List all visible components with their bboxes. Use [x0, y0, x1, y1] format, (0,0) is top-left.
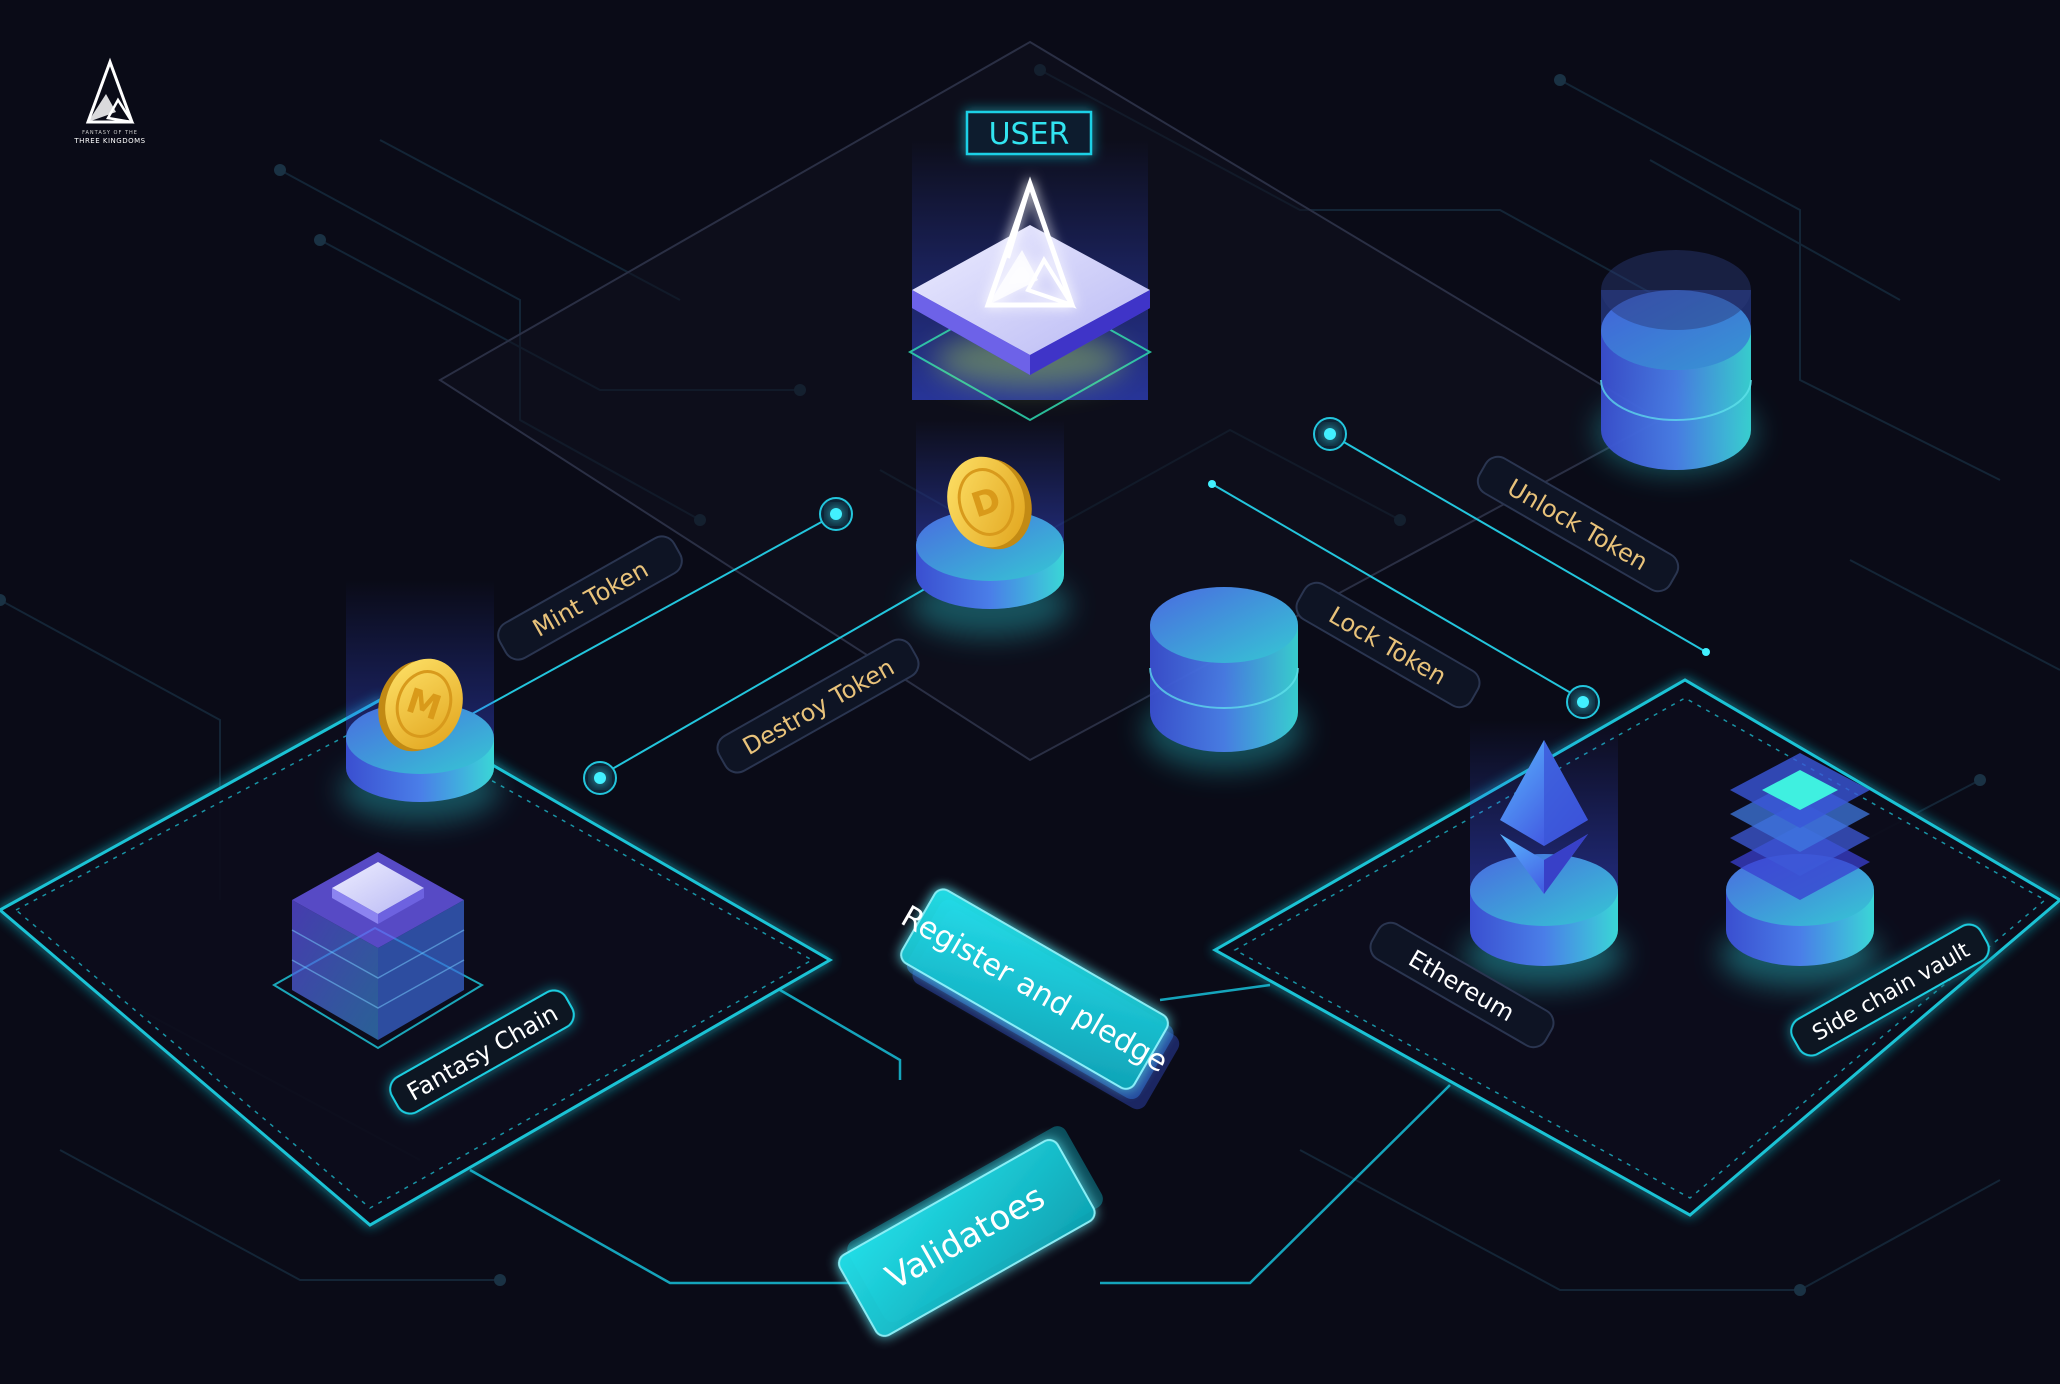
logo-text-top: FANTASY OF THE [82, 130, 138, 136]
user-label-box[interactable]: USER [965, 110, 1093, 156]
destroy-token-label: Destroy Token [716, 638, 920, 774]
register-and-pledge-panel[interactable]: Register and pledge [877, 877, 1189, 1112]
ethereum-icon [1500, 740, 1588, 894]
center-plane [438, 40, 1663, 762]
user-platform-icon [984, 176, 1077, 309]
side-chain-vault-node [1720, 753, 1880, 987]
destroy-coin-node: D [910, 420, 1070, 637]
coin-icon: M [378, 658, 463, 752]
ethereum-node [1464, 720, 1624, 987]
three-kingdoms-logo-icon: FANTASY OF THE THREE KINGDOMS [73, 57, 145, 145]
fantasy-chain-node [272, 852, 485, 1050]
lock-cylinder [1144, 587, 1304, 770]
unlock-token-label: Unlock Token [1476, 455, 1680, 593]
coin-icon: D [947, 456, 1032, 550]
logo-text-bottom: THREE KINGDOMS [73, 137, 145, 145]
svg-text:Lock Token: Lock Token [1324, 601, 1451, 691]
lock-token-label: Lock Token [1295, 581, 1481, 709]
validator-cables [469, 983, 1451, 1285]
svg-text:Destroy Token: Destroy Token [738, 653, 899, 761]
svg-text:Unlock Token: Unlock Token [1502, 473, 1652, 576]
user-node [907, 140, 1153, 422]
stack-layers-icon [1730, 753, 1870, 900]
flow-endpoints [583, 417, 1710, 795]
mint-token-label: Mint Token [497, 535, 683, 661]
token-flow-lines [469, 433, 1707, 777]
user-label: USER [989, 117, 1070, 152]
validators-panel[interactable]: Validatoes [831, 1123, 1110, 1340]
mint-coin-node: M [340, 580, 500, 822]
source-cylinder [1596, 250, 1756, 474]
